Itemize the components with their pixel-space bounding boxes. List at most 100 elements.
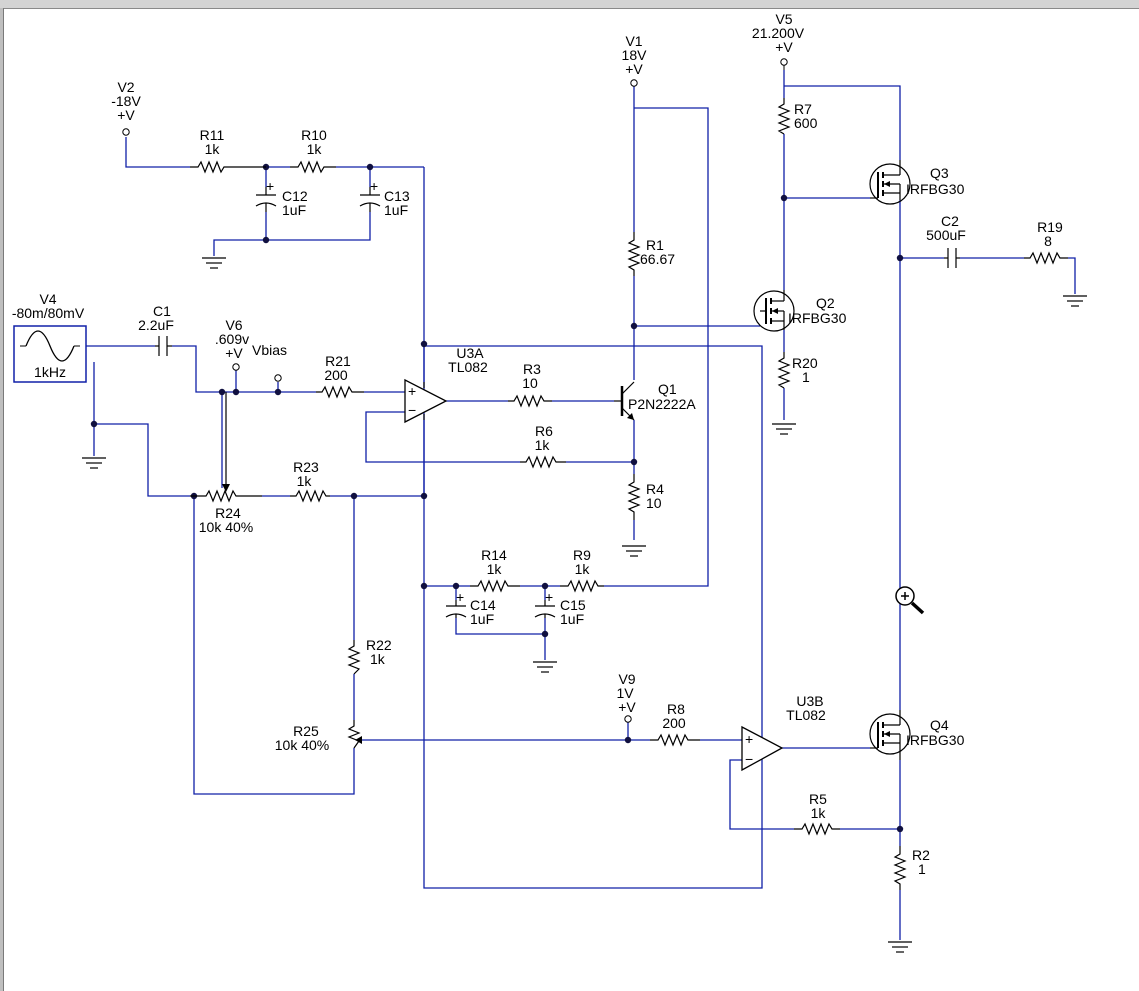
svg-text:+: +	[745, 731, 753, 747]
r19-name: R19	[1037, 219, 1063, 235]
r22-name: R22	[366, 637, 392, 653]
v2-value: -18V	[111, 93, 141, 109]
r11-value: 1k	[205, 141, 221, 157]
c1-name: C1	[153, 303, 171, 319]
r10-value: 1k	[307, 141, 323, 157]
r7-value: 600	[794, 115, 818, 131]
v9-symbol: +V	[618, 699, 636, 715]
u3b-part: TL082	[786, 707, 826, 723]
r2-value: 1	[918, 861, 926, 877]
r4-name: R4	[646, 481, 664, 497]
v5-name: V5	[775, 11, 792, 27]
v5-symbol: +V	[775, 39, 793, 55]
q2-part: IRFBG30	[788, 310, 847, 326]
opamp-u3b[interactable]: + −	[741, 725, 784, 772]
r2-name: R2	[912, 847, 930, 863]
magnifier-icon[interactable]	[895, 586, 925, 615]
r7-name: R7	[794, 101, 812, 117]
v2-name: V2	[117, 79, 134, 95]
v4-value: -80m/80mV	[12, 305, 85, 321]
c14-name: C14	[470, 597, 496, 613]
svg-text:+: +	[370, 178, 378, 194]
u3a-name: U3A	[456, 345, 484, 361]
r5-name: R5	[809, 791, 827, 807]
r21-name: R21	[325, 353, 351, 369]
svg-text:+: +	[456, 589, 464, 605]
capacitor-bodies: + + + +	[155, 178, 960, 618]
c12-value: 1uF	[282, 202, 306, 218]
r5-value: 1k	[811, 805, 827, 821]
bjt-q1[interactable]	[614, 381, 635, 421]
r8-name: R8	[667, 701, 685, 717]
q2-name: Q2	[816, 295, 835, 311]
v6-name: V6	[225, 317, 242, 333]
r20-name: R20	[792, 355, 818, 371]
svg-text:+: +	[408, 383, 416, 399]
r10-name: R10	[301, 127, 327, 143]
c2-value: 500uF	[926, 227, 966, 243]
r14-value: 1k	[487, 561, 503, 577]
q3-name: Q3	[930, 165, 949, 181]
resistor-bodies	[190, 98, 1068, 890]
v4-signal-source[interactable]	[13, 325, 87, 383]
v4-name: V4	[39, 291, 56, 307]
r6-value: 1k	[535, 437, 551, 453]
u3b-name: U3B	[796, 693, 823, 709]
r1-name: R1	[646, 237, 664, 253]
q4-part: IRFBG30	[906, 732, 965, 748]
r20-value: 1	[802, 369, 810, 385]
c14-value: 1uF	[470, 611, 494, 627]
r24-value: 10k 40%	[199, 519, 253, 535]
wires	[86, 70, 1076, 940]
window-left-border	[0, 8, 4, 991]
window-top-border	[0, 0, 1139, 9]
u3a-part: TL082	[448, 359, 488, 375]
r14-name: R14	[481, 547, 507, 563]
q1-part: P2N2222A	[628, 396, 696, 412]
v4-frequency: 1kHz	[34, 364, 66, 380]
r24-name: R24	[215, 505, 241, 521]
v1-value: 18V	[622, 47, 648, 63]
c2-name: C2	[941, 213, 959, 229]
q4-name: Q4	[930, 717, 949, 733]
q1-name: Q1	[658, 381, 677, 397]
v6-symbol: +V	[225, 345, 243, 361]
supply-terminals	[122, 58, 788, 723]
mosfet-q4[interactable]	[869, 710, 911, 760]
junction-dots	[90, 163, 904, 833]
r3-value: 10	[522, 375, 538, 391]
v9-value: 1V	[616, 685, 634, 701]
mosfet-q3[interactable]	[869, 160, 911, 205]
r3-name: R3	[523, 361, 541, 377]
r6-name: R6	[535, 423, 553, 439]
r9-name: R9	[573, 547, 591, 563]
r25-name: R25	[293, 723, 319, 739]
r9-value: 1k	[575, 561, 591, 577]
c13-value: 1uF	[384, 202, 408, 218]
c13-name: C13	[384, 188, 410, 204]
v5-value: 21.200V	[752, 25, 805, 41]
opamp-u3a[interactable]: + −	[404, 378, 448, 424]
v9-name: V9	[618, 671, 635, 687]
r1-value: 66.67	[640, 251, 675, 267]
r23-value: 1k	[297, 473, 313, 489]
r11-name: R11	[200, 127, 225, 143]
v1-symbol: +V	[625, 61, 643, 77]
svg-text:+: +	[266, 178, 274, 194]
c1-value: 2.2uF	[138, 317, 174, 333]
v1-name: V1	[625, 33, 642, 49]
r25-value: 10k 40%	[275, 737, 329, 753]
c12-name: C12	[282, 188, 308, 204]
c15-name: C15	[560, 597, 586, 613]
r19-value: 8	[1044, 233, 1052, 249]
svg-text:−: −	[408, 402, 416, 418]
r21-value: 200	[324, 367, 348, 383]
v6-value: .609v	[215, 331, 249, 347]
r8-value: 200	[662, 715, 686, 731]
r22-value: 1k	[370, 651, 386, 667]
mosfet-q2[interactable]	[753, 290, 795, 332]
q3-part: IRFBG30	[906, 181, 965, 197]
r23-name: R23	[293, 459, 319, 475]
svg-text:+: +	[545, 589, 553, 605]
